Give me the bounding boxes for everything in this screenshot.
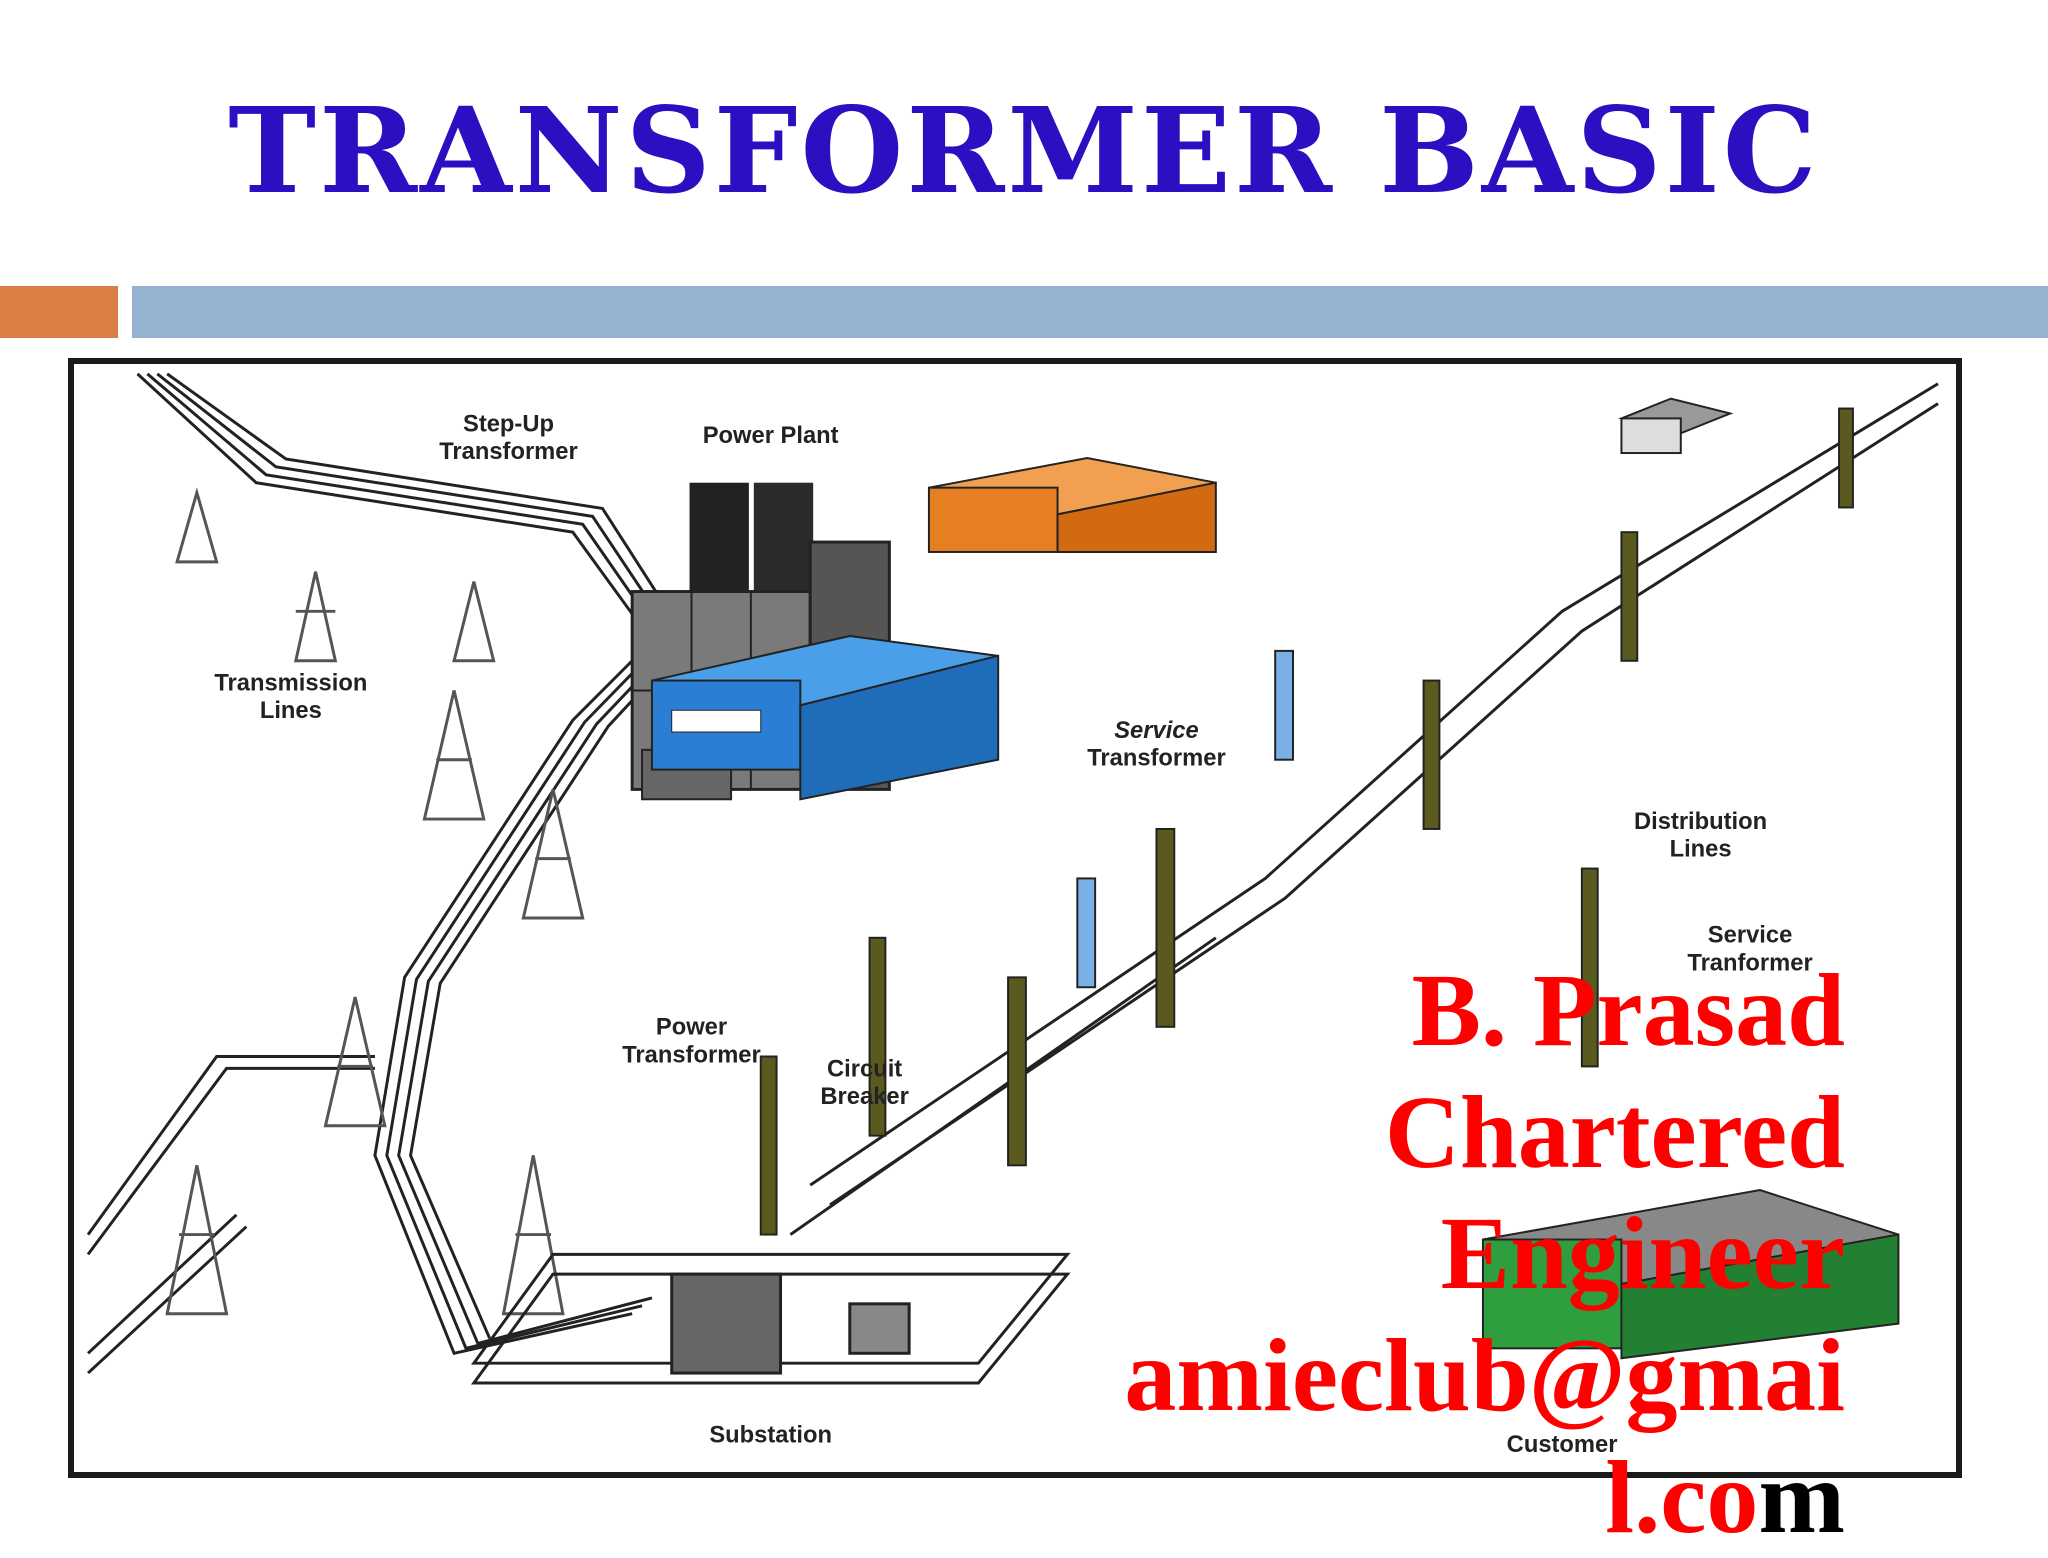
watermark-line-engineer: Engineer bbox=[1010, 1193, 1845, 1315]
svg-text:Breaker: Breaker bbox=[820, 1084, 908, 1110]
label-power-transformer: Power bbox=[656, 1015, 727, 1041]
author-watermark: B. Prasad Chartered Engineer amieclub@gm… bbox=[1010, 950, 1845, 1558]
label-power-plant: Power Plant bbox=[703, 423, 839, 449]
accent-bar-blue bbox=[132, 286, 2048, 338]
label-substation: Substation bbox=[709, 1422, 832, 1448]
watermark-line-email-end: l.com bbox=[1010, 1437, 1845, 1558]
small-house bbox=[1621, 399, 1730, 453]
watermark-line-email: amieclub@gmai bbox=[1010, 1315, 1845, 1437]
pylons bbox=[167, 493, 583, 1314]
substation bbox=[474, 1254, 1068, 1383]
svg-text:Transformer: Transformer bbox=[1087, 746, 1226, 772]
pole-sleeve bbox=[1275, 651, 1293, 760]
orange-building bbox=[929, 458, 1216, 552]
transmission-lines bbox=[88, 374, 688, 1373]
watermark-line-name: B. Prasad bbox=[1010, 950, 1845, 1072]
label-transmission-lines: Transmission bbox=[214, 670, 367, 696]
svg-text:Transformer: Transformer bbox=[439, 439, 578, 465]
accent-bar-orange bbox=[0, 286, 118, 338]
label-step-up-transformer: Step-Up bbox=[463, 411, 554, 437]
svg-text:Lines: Lines bbox=[1670, 837, 1732, 863]
slide-title: Transformer Basic bbox=[0, 92, 2048, 210]
label-service-transformer-right: Service bbox=[1708, 923, 1792, 949]
watermark-line-title: Chartered bbox=[1010, 1072, 1845, 1194]
label-circuit-breaker: Circuit bbox=[827, 1056, 902, 1082]
svg-text:Lines: Lines bbox=[260, 698, 322, 724]
label-distribution-lines: Distribution bbox=[1634, 809, 1767, 835]
label-service-transformer-top: Service bbox=[1114, 718, 1198, 744]
svg-text:Transformer: Transformer bbox=[622, 1042, 761, 1068]
